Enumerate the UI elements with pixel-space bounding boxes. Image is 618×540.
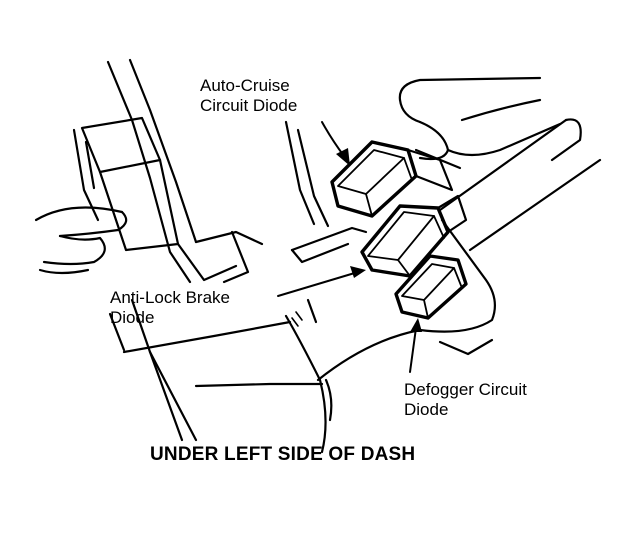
defogger-label-line1: Defogger Circuit xyxy=(404,380,527,399)
auto-cruise-arrowhead xyxy=(336,148,350,166)
right-console xyxy=(286,119,600,420)
auto-cruise-label: Auto-Cruise Circuit Diode xyxy=(200,76,297,116)
anti-lock-brake-label: Anti-Lock Brake Diode xyxy=(110,288,230,328)
defogger-leader xyxy=(410,328,416,372)
anti-lock-arrowhead xyxy=(350,266,366,278)
auto-cruise-label-line2: Circuit Diode xyxy=(200,96,298,115)
anti-lock-label-line2: Diode xyxy=(110,308,155,327)
auto-cruise-leader xyxy=(322,122,344,156)
diagram-caption: UNDER LEFT SIDE OF DASH xyxy=(150,444,416,465)
auto-cruise-diode xyxy=(332,142,452,216)
lower-panel xyxy=(110,300,326,452)
right-hand xyxy=(400,78,560,168)
anti-lock-label-line1: Anti-Lock Brake xyxy=(110,288,230,307)
anti-lock-leader xyxy=(278,272,358,296)
defogger-label: Defogger Circuit Diode xyxy=(404,380,527,420)
defogger-label-line2: Diode xyxy=(404,400,449,419)
defogger-circuit-diode xyxy=(396,256,466,318)
defogger-arrowhead xyxy=(410,318,422,332)
anti-lock-brake-diode xyxy=(362,196,466,276)
left-hand xyxy=(36,208,126,274)
auto-cruise-label-line1: Auto-Cruise xyxy=(200,76,290,95)
